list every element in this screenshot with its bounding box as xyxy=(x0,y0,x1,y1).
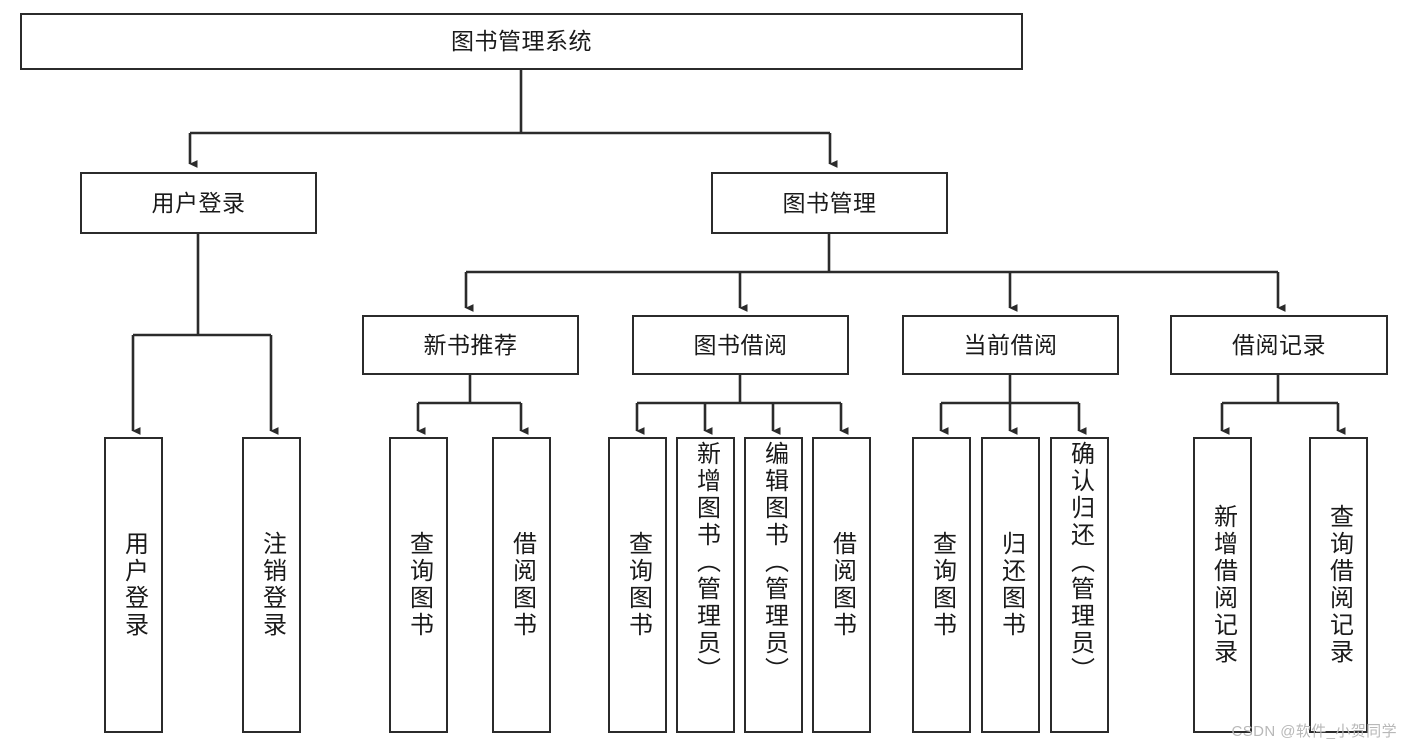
node-leaf-borrow-book-2-label: 借阅图书 xyxy=(828,531,856,639)
node-leaf-query-record-label: 查询借阅记录 xyxy=(1325,504,1353,666)
node-leaf-borrow-book-1[interactable]: 借阅图书 xyxy=(492,437,551,733)
node-leaf-query-book-1-label: 查询图书 xyxy=(405,531,433,639)
node-leaf-user-logout-label: 注销登录 xyxy=(258,531,286,639)
node-leaf-confirm-return-label: 确认归还（管理员） xyxy=(1066,441,1094,684)
node-leaf-edit-book-label: 编辑图书（管理员） xyxy=(760,441,788,684)
node-leaf-query-book-1[interactable]: 查询图书 xyxy=(389,437,448,733)
node-leaf-add-book[interactable]: 新增图书（管理员） xyxy=(676,437,735,733)
node-leaf-user-logout[interactable]: 注销登录 xyxy=(242,437,301,733)
node-borrow-record-label: 借阅记录 xyxy=(1232,331,1326,358)
node-root[interactable]: 图书管理系统 xyxy=(20,13,1023,70)
node-book-manage-label: 图书管理 xyxy=(782,189,877,216)
node-leaf-return-book[interactable]: 归还图书 xyxy=(981,437,1040,733)
node-leaf-return-book-label: 归还图书 xyxy=(997,531,1025,639)
node-book-borrow-label: 图书借阅 xyxy=(693,331,788,358)
node-borrow-record[interactable]: 借阅记录 xyxy=(1170,315,1388,375)
node-new-book-recommend-label: 新书推荐 xyxy=(423,331,518,358)
node-leaf-query-book-3[interactable]: 查询图书 xyxy=(912,437,971,733)
node-leaf-user-login[interactable]: 用户登录 xyxy=(104,437,163,733)
node-leaf-add-record[interactable]: 新增借阅记录 xyxy=(1193,437,1252,733)
node-leaf-edit-book[interactable]: 编辑图书（管理员） xyxy=(744,437,803,733)
node-leaf-query-book-2-label: 查询图书 xyxy=(624,531,652,639)
node-leaf-add-book-label: 新增图书（管理员） xyxy=(692,441,720,684)
node-leaf-query-record[interactable]: 查询借阅记录 xyxy=(1309,437,1368,733)
node-leaf-query-book-2[interactable]: 查询图书 xyxy=(608,437,667,733)
node-leaf-borrow-book-1-label: 借阅图书 xyxy=(508,531,536,639)
node-leaf-user-login-label: 用户登录 xyxy=(120,531,148,639)
node-leaf-query-book-3-label: 查询图书 xyxy=(928,531,956,639)
node-current-borrow-label: 当前借阅 xyxy=(963,331,1058,358)
node-user-login-label: 用户登录 xyxy=(151,189,246,216)
csdn-watermark: CSDN @软件_小贺同学 xyxy=(1231,723,1397,740)
node-leaf-borrow-book-2[interactable]: 借阅图书 xyxy=(812,437,871,733)
node-current-borrow[interactable]: 当前借阅 xyxy=(902,315,1119,375)
node-root-label: 图书管理系统 xyxy=(451,28,592,55)
node-user-login[interactable]: 用户登录 xyxy=(80,172,317,234)
node-leaf-confirm-return[interactable]: 确认归还（管理员） xyxy=(1050,437,1109,733)
node-book-borrow[interactable]: 图书借阅 xyxy=(632,315,849,375)
node-book-manage[interactable]: 图书管理 xyxy=(711,172,948,234)
node-new-book-recommend[interactable]: 新书推荐 xyxy=(362,315,579,375)
node-leaf-add-record-label: 新增借阅记录 xyxy=(1209,504,1237,666)
